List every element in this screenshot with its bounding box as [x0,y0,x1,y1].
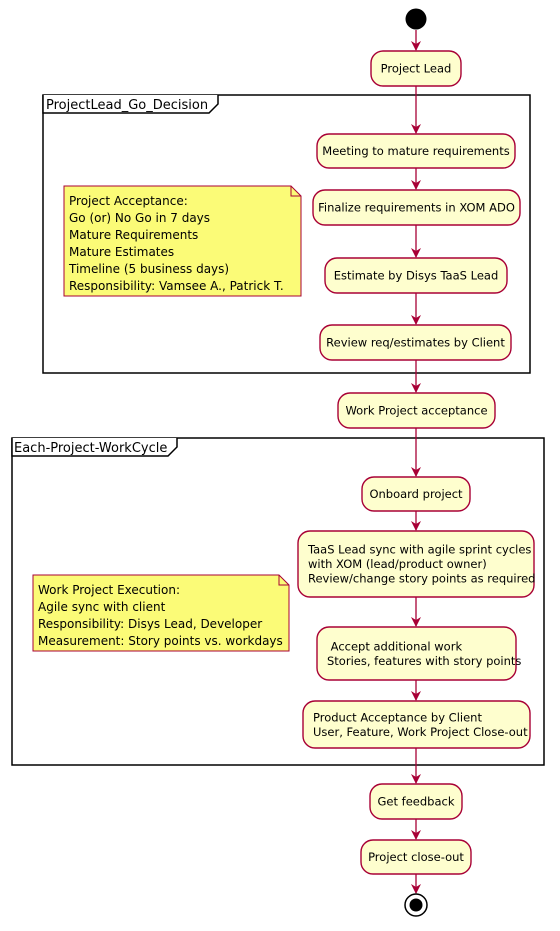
activity-label: with XOM (lead/product owner) [308,557,487,571]
activity-label: Onboard project [369,487,463,501]
note-fold [290,186,301,197]
activity-node: Project close-out [360,839,472,875]
activity-node: Meeting to mature requirements [316,133,516,169]
activity-label: Review/change story points as required [308,572,535,586]
activity-label: Stories, features with story points [327,654,521,668]
note-fold [278,575,289,586]
activity-box [297,530,535,598]
activity-box [369,783,463,820]
activity-label: Work Project acceptance [345,404,487,418]
note-line: Go (or) No Go in 7 days [69,211,210,225]
end-node [404,893,428,917]
activity-node: Estimate by Disys TaaS Lead [324,257,508,294]
note-line: Responsibility: Vamsee A., Patrick T. [69,279,284,293]
note-line: Mature Requirements [69,228,198,242]
activity-label: Project Lead [381,62,452,76]
activity-label: Get feedback [378,795,455,809]
activity-label: TaaS Lead sync with agile sprint cycles [307,543,531,557]
partition-each-project-workcycle: Each-Project-WorkCycle [11,437,545,766]
partition-tab [42,95,219,114]
note-line: Project Acceptance: [69,194,188,208]
partition-frame [11,437,545,766]
activity-label: Meeting to mature requirements [322,144,509,158]
start-node [405,8,427,30]
partition-frame [42,94,531,374]
note-line: Agile sync with client [38,600,166,614]
activity-box [360,839,472,875]
activity-label: Product Acceptance by Client [313,710,482,724]
activity-label: User, Feature, Work Project Close-out [313,725,528,739]
note-line: Timeline (5 business days) [68,262,229,276]
notes: Project Acceptance: Go (or) No Go in 7 da… [32,185,302,652]
partition-tab [11,438,178,457]
activity-box [302,700,531,749]
activity-label: Estimate by Disys TaaS Lead [334,269,499,283]
note: Work Project Execution: Agile sync with c… [32,574,290,652]
activity-node: TaaS Lead sync with agile sprint cyclesw… [297,530,535,598]
note-line: Work Project Execution: [38,583,180,597]
partition-projectlead-go-decision: ProjectLead_Go_Decision [42,94,531,374]
activity-label: Review req/estimates by Client [326,336,505,350]
activity-box [316,626,517,681]
activity-box [312,189,521,226]
note: Project Acceptance: Go (or) No Go in 7 da… [63,185,302,297]
activity-box [319,324,512,361]
activity-node: Finalize requirements in XOM ADO [312,189,521,226]
activity-node: Review req/estimates by Client [319,324,512,361]
activity-node: Work Project acceptance [337,392,496,429]
activity-label: Finalize requirements in XOM ADO [318,201,515,215]
activity-box [361,476,471,512]
partition-title: Each-Project-WorkCycle [14,441,167,456]
activity-label: Accept additional work [327,639,462,653]
note-line: Responsibility: Disys Lead, Developer [38,617,262,631]
activity-box [337,392,496,429]
activity-box [316,133,516,169]
note-line: Mature Estimates [69,245,174,259]
partition-title: ProjectLead_Go_Decision [46,98,208,113]
activity-node: Onboard project [361,476,471,512]
note-body [63,185,302,297]
activity-node: Get feedback [369,783,463,820]
activity-box [324,257,508,294]
activity-box [370,50,462,87]
note-body [32,574,290,652]
note-line: Measurement: Story points vs. workdays [38,634,283,648]
activity-label: Project close-out [368,850,464,864]
activity-node: Project Lead [370,50,462,87]
